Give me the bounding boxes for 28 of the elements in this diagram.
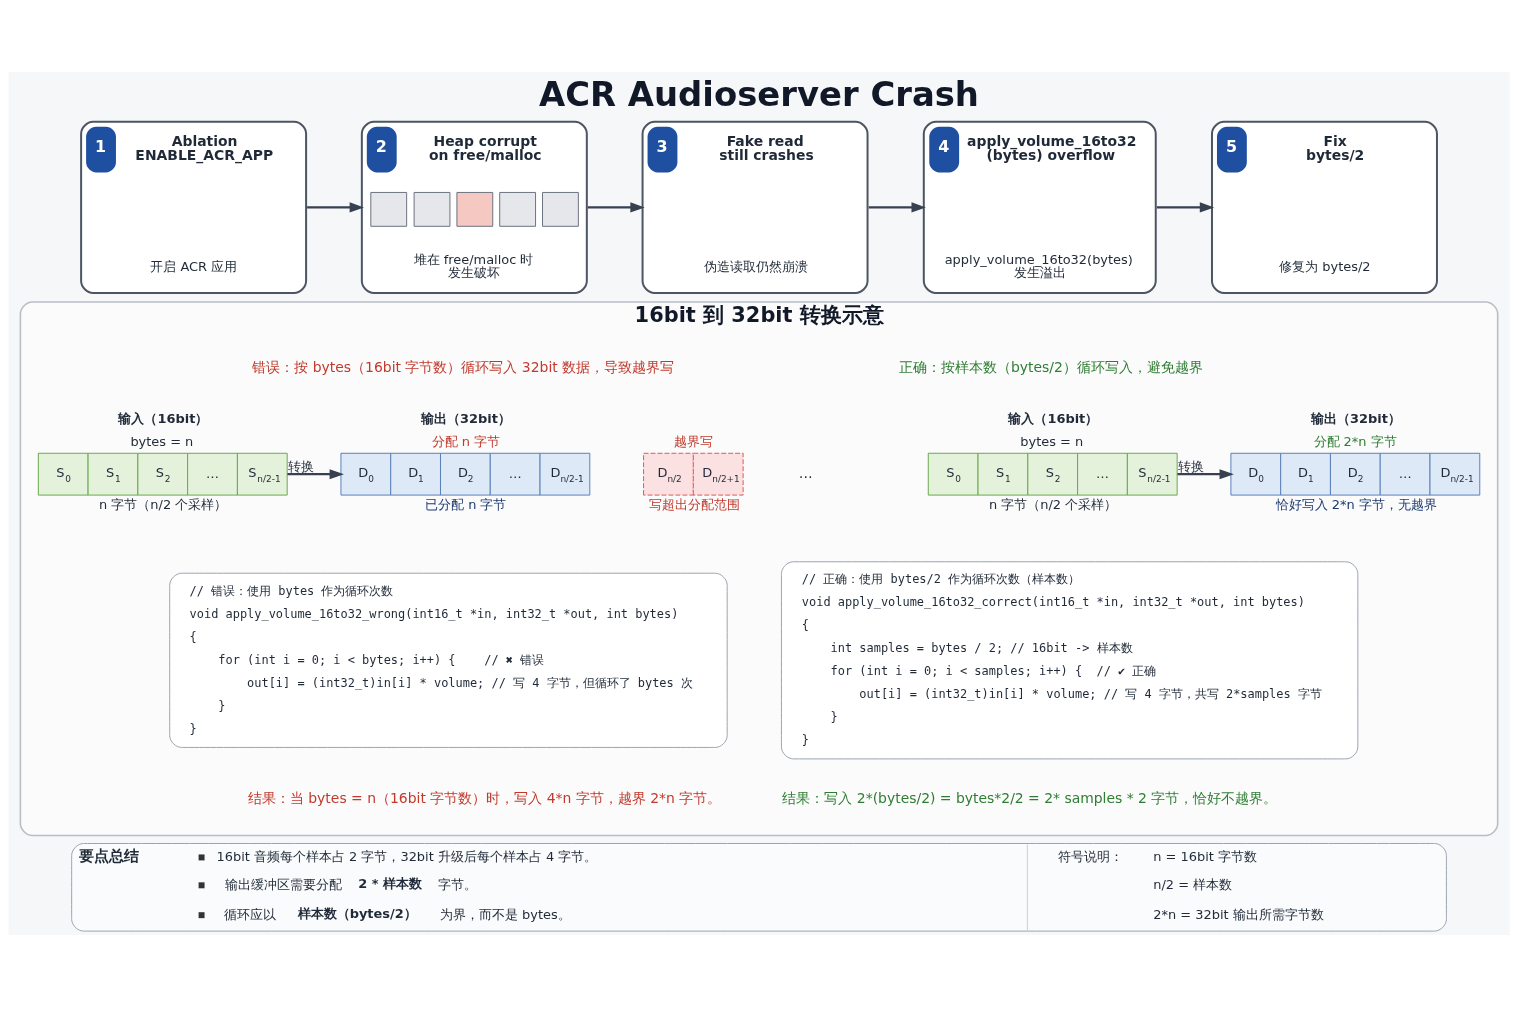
node-label: 已分配 n 字节 bbox=[425, 496, 507, 512]
arrow bbox=[307, 201, 364, 212]
edge-label: 转换 bbox=[287, 458, 314, 474]
edge-label: 转换 bbox=[1177, 458, 1204, 474]
label: 结果：当 bytes = n（16bit 字节数）时，写入 4*n 字节，越界 2*n 字节。 bbox=[247, 789, 722, 806]
label: 正确：按样本数（bytes/2）循环写入，避免越界 bbox=[898, 358, 1203, 375]
diagram-title: ACR Audioserver Crash bbox=[539, 74, 979, 114]
node-label: n 字节（n/2 个采样） bbox=[99, 496, 228, 512]
node-label: 输入（16bit） bbox=[118, 410, 209, 426]
node-label: 写超出分配范围 bbox=[648, 496, 740, 512]
node-label: 分配 2*n 字节 bbox=[1313, 433, 1397, 449]
node-label: 越界写 bbox=[673, 433, 713, 449]
arrow bbox=[1156, 201, 1215, 212]
node-label: 输入（16bit） bbox=[1008, 410, 1099, 426]
arrow bbox=[1177, 468, 1234, 479]
node-label: n 字节（n/2 个采样） bbox=[989, 496, 1118, 512]
arrow bbox=[868, 201, 926, 212]
arrow bbox=[287, 468, 344, 479]
label: 结果：写入 2*(bytes/2) = bytes*2/2 = 2* samples * 2 字节，恰好不越界。 bbox=[782, 789, 1278, 806]
node-label: 恰好写入 2*n 字节，无越界 bbox=[1275, 496, 1437, 512]
arrow bbox=[587, 201, 645, 212]
node-label: 输出（32bit） bbox=[421, 410, 511, 426]
node-label: 输出（32bit） bbox=[1311, 410, 1401, 426]
label: 错误：按 bytes（16bit 字节数）循环写入 32bit 数据，导致越界写 bbox=[252, 358, 675, 375]
node-label: bytes = n bbox=[130, 433, 194, 449]
node-label: 分配 n 字节 bbox=[431, 433, 500, 449]
label: … bbox=[798, 464, 813, 481]
node-label: bytes = n bbox=[1020, 433, 1084, 449]
